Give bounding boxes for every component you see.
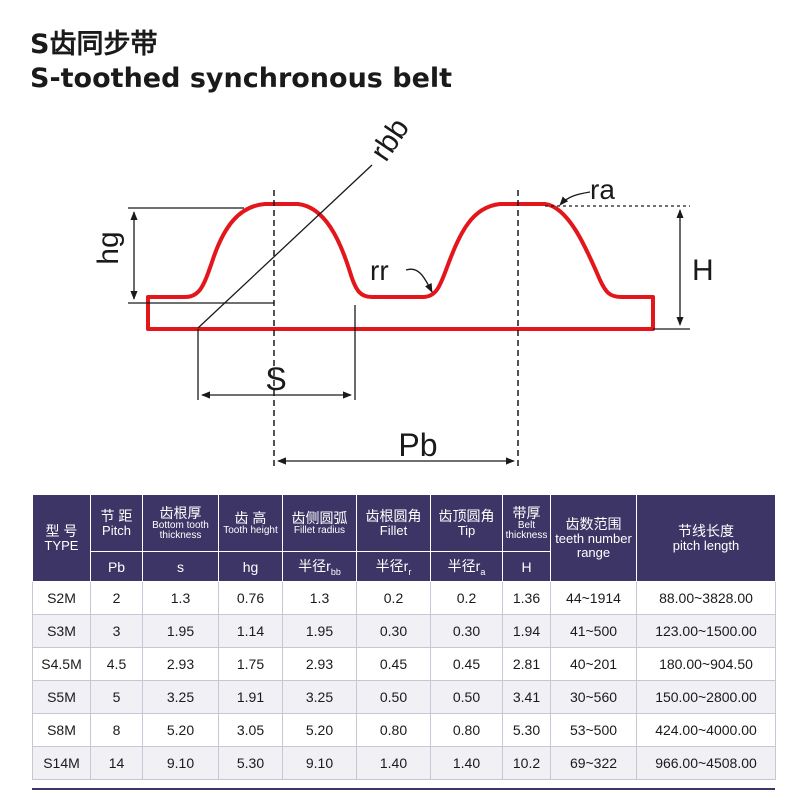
table-cell: 41~500 bbox=[550, 614, 637, 648]
table-cell: 53~500 bbox=[550, 713, 637, 747]
table-cell: 30~560 bbox=[550, 680, 637, 714]
table-cell: 3.25 bbox=[142, 680, 219, 714]
table-cell: 9.10 bbox=[142, 746, 219, 780]
page-title-cn: S齿同步带 bbox=[30, 29, 158, 60]
table-cell: S14M bbox=[32, 746, 91, 780]
rbb-leader-line bbox=[197, 164, 373, 329]
table-cell: S4.5M bbox=[32, 647, 91, 681]
col-header-teeth-range: 齿数范围 teeth number range bbox=[550, 494, 637, 582]
table-row: S8M 8 5.20 3.05 5.20 0.80 0.80 5.30 53~5… bbox=[32, 713, 776, 747]
col-header-fillet-radius: 齿侧圆弧 Fillet radius bbox=[282, 494, 357, 552]
table-cell: 2 bbox=[90, 581, 143, 615]
table-cell: 8 bbox=[90, 713, 143, 747]
table-cell: 1.95 bbox=[142, 614, 219, 648]
table-cell: 5 bbox=[90, 680, 143, 714]
table-cell: 0.50 bbox=[430, 680, 503, 714]
table-cell: 2.93 bbox=[282, 647, 357, 681]
table-cell: 10.2 bbox=[502, 746, 551, 780]
table-cell: 2.93 bbox=[142, 647, 219, 681]
table-cell: 0.80 bbox=[356, 713, 431, 747]
table-cell: 0.45 bbox=[430, 647, 503, 681]
subheader-rbb: 半径rbb bbox=[282, 551, 357, 582]
table-cell: 5.20 bbox=[282, 713, 357, 747]
table-cell: 44~1914 bbox=[550, 581, 637, 615]
col-header-pitch: 节 距 Pitch bbox=[90, 494, 143, 552]
table-cell: 1.94 bbox=[502, 614, 551, 648]
table-cell: 0.2 bbox=[430, 581, 503, 615]
subheader-ra: 半径ra bbox=[430, 551, 503, 582]
table-cell: 0.80 bbox=[430, 713, 503, 747]
belt-profile-diagram: hg rbb ra rr H S Pb bbox=[92, 112, 714, 470]
subheader-pb: Pb bbox=[90, 551, 143, 582]
specification-table: 型 号 TYPE 节 距 Pitch 齿根厚 Bottom tooth thic… bbox=[32, 494, 776, 780]
table-cell: 0.30 bbox=[430, 614, 503, 648]
table-cell: 0.45 bbox=[356, 647, 431, 681]
ra-leader bbox=[559, 191, 591, 206]
table-row: S4.5M 4.5 2.93 1.75 2.93 0.45 0.45 2.81 … bbox=[32, 647, 776, 681]
col-header-fillet: 齿根圆角 Fillet bbox=[356, 494, 431, 552]
belt-outline bbox=[146, 202, 655, 331]
subheader-s: s bbox=[142, 551, 219, 582]
table-row: S2M 2 1.3 0.76 1.3 0.2 0.2 1.36 44~1914 … bbox=[32, 581, 776, 615]
table-cell: 0.76 bbox=[218, 581, 283, 615]
table-cell: 2.81 bbox=[502, 647, 551, 681]
rr-leader bbox=[405, 268, 433, 293]
table-cell: 1.40 bbox=[430, 746, 503, 780]
table-cell: 1.14 bbox=[218, 614, 283, 648]
table-cell: 1.36 bbox=[502, 581, 551, 615]
table-bottom-rule bbox=[32, 788, 775, 790]
table-cell: 3.41 bbox=[502, 680, 551, 714]
table-cell: S5M bbox=[32, 680, 91, 714]
col-header-belt-thickness: 带厚 Belt thickness bbox=[502, 494, 551, 552]
table-row: S5M 5 3.25 1.91 3.25 0.50 0.50 3.41 30~5… bbox=[32, 680, 776, 714]
page-title-en: S-toothed synchronous belt bbox=[30, 63, 453, 94]
table-cell: 0.2 bbox=[356, 581, 431, 615]
table-cell: 9.10 bbox=[282, 746, 357, 780]
col-header-pitch-length: 节线长度 pitch length bbox=[636, 494, 776, 582]
col-header-tooth-height: 齿 高 Tooth height bbox=[218, 494, 283, 552]
rr-label: rr bbox=[370, 255, 389, 286]
H-label: H bbox=[692, 254, 714, 287]
table-cell: 69~322 bbox=[550, 746, 637, 780]
subheader-rr: 半径rr bbox=[356, 551, 431, 582]
table-row: S14M 14 9.10 5.30 9.10 1.40 1.40 10.2 69… bbox=[32, 746, 776, 780]
hg-label: hg bbox=[92, 231, 125, 264]
table-cell: 1.3 bbox=[142, 581, 219, 615]
table-cell: S8M bbox=[32, 713, 91, 747]
table-cell: 1.95 bbox=[282, 614, 357, 648]
table-cell: 5.30 bbox=[502, 713, 551, 747]
rbb-label: rbb bbox=[364, 112, 416, 166]
ra-label: ra bbox=[590, 174, 615, 205]
table-cell: 150.00~2800.00 bbox=[636, 680, 776, 714]
table-cell: 88.00~3828.00 bbox=[636, 581, 776, 615]
table-cell: 3.05 bbox=[218, 713, 283, 747]
table-cell: 0.50 bbox=[356, 680, 431, 714]
table-cell: 3 bbox=[90, 614, 143, 648]
table-cell: 0.30 bbox=[356, 614, 431, 648]
table-cell: S2M bbox=[32, 581, 91, 615]
col-header-bottom-thickness: 齿根厚 Bottom tooth thickness bbox=[142, 494, 219, 552]
table-cell: 3.25 bbox=[282, 680, 357, 714]
table-cell: 1.40 bbox=[356, 746, 431, 780]
table-cell: 1.75 bbox=[218, 647, 283, 681]
table-cell: 14 bbox=[90, 746, 143, 780]
col-header-type: 型 号 TYPE bbox=[32, 494, 91, 582]
pb-label: Pb bbox=[398, 427, 437, 463]
table-cell: 40~201 bbox=[550, 647, 637, 681]
table-cell: 1.3 bbox=[282, 581, 357, 615]
table-cell: S3M bbox=[32, 614, 91, 648]
table-cell: 5.30 bbox=[218, 746, 283, 780]
table-cell: 5.20 bbox=[142, 713, 219, 747]
subheader-hg: hg bbox=[218, 551, 283, 582]
subheader-h: H bbox=[502, 551, 551, 582]
table-cell: 123.00~1500.00 bbox=[636, 614, 776, 648]
s-label: S bbox=[265, 361, 286, 397]
table-cell: 180.00~904.50 bbox=[636, 647, 776, 681]
table-cell: 1.91 bbox=[218, 680, 283, 714]
table-cell: 966.00~4508.00 bbox=[636, 746, 776, 780]
table-cell: 424.00~4000.00 bbox=[636, 713, 776, 747]
table-row: S3M 3 1.95 1.14 1.95 0.30 0.30 1.94 41~5… bbox=[32, 614, 776, 648]
table-cell: 4.5 bbox=[90, 647, 143, 681]
col-header-tip: 齿顶圆角 Tip bbox=[430, 494, 503, 552]
